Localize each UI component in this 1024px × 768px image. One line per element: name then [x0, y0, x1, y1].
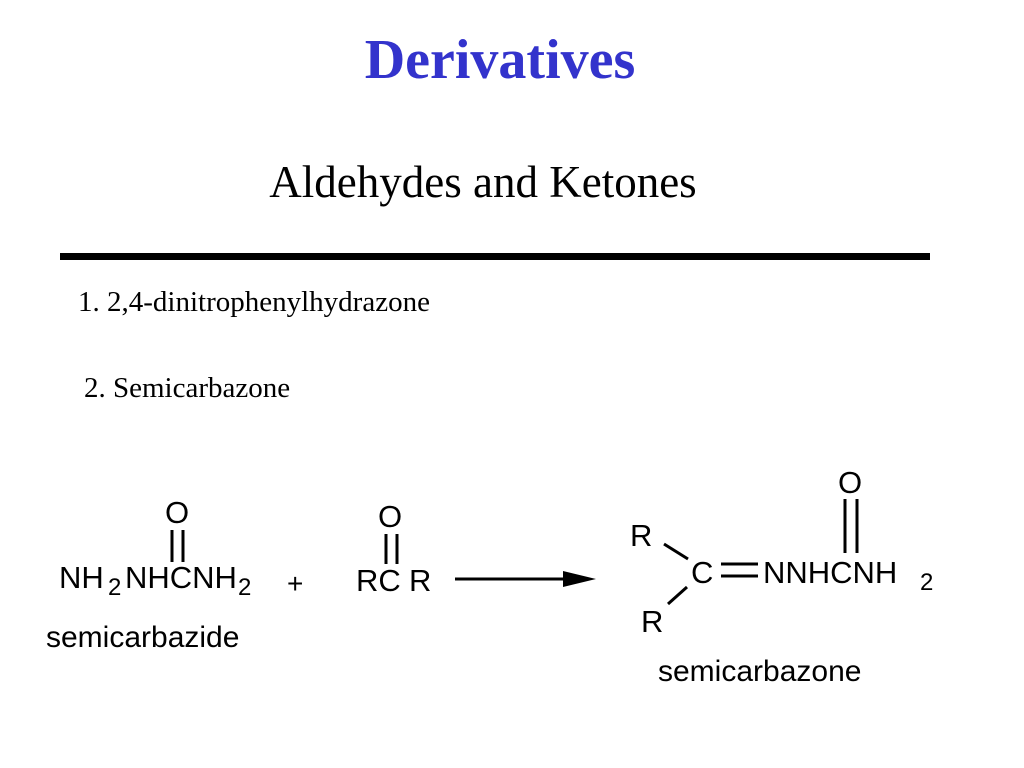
list-item-dnp-hydrazone: 1. 2,4-dinitrophenylhydrazone [78, 286, 430, 318]
divider-rule [60, 253, 930, 260]
semicarbazide-structure: O NH 2 NHCNH 2 semicarbazide [46, 495, 251, 654]
slide-title: Derivatives [364, 29, 636, 91]
arrow-head [563, 571, 596, 587]
reagent-nh-label: NH [59, 560, 104, 595]
product-r-top-label: R [630, 518, 652, 553]
carbonyl-formula-left: RC [356, 563, 401, 598]
list-item-semicarbazone: 2. Semicarbazone [84, 372, 291, 404]
plus-sign: + [287, 568, 303, 599]
product-oxygen-label: O [838, 465, 862, 500]
reagent-middle-label: NHCNH [125, 560, 237, 595]
reagent-name-label: semicarbazide [46, 621, 239, 654]
product-r-bottom-label: R [641, 604, 663, 639]
semicarbazone-structure: R C R NNHCNH 2 O semicarbazone [630, 465, 933, 688]
product-chain-label: NNHCNH [763, 555, 897, 590]
carbonyl-formula-right: R [409, 563, 431, 598]
product-subscript: 2 [920, 569, 933, 596]
product-bond-r-bottom [666, 585, 689, 606]
reagent-subscript-b: 2 [238, 574, 251, 601]
reagent-oxygen-label: O [165, 495, 189, 530]
reaction-arrow [455, 571, 596, 587]
product-bond-r-top [663, 542, 689, 561]
reagent-subscript-a: 2 [108, 574, 121, 601]
product-carbon-label: C [691, 555, 713, 590]
carbonyl-oxygen-label: O [378, 499, 402, 534]
product-name-label: semicarbazone [658, 655, 861, 688]
carbonyl-structure: O RC R [356, 499, 431, 598]
slide-subtitle: Aldehydes and Ketones [269, 157, 697, 207]
